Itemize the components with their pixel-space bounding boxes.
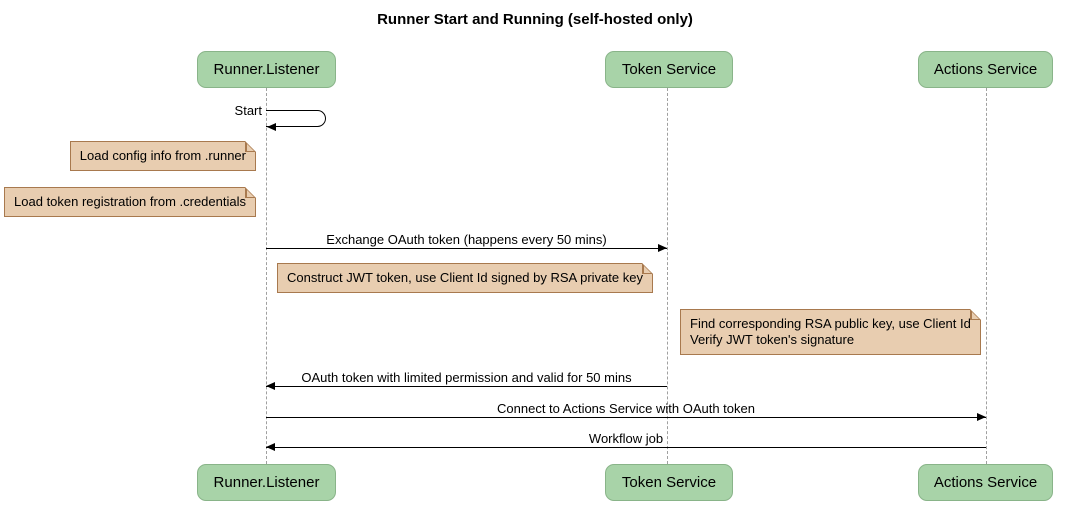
note-verify-jwt: Find corresponding RSA public key, use C… [680, 309, 981, 355]
participant-label: Runner.Listener [213, 61, 320, 78]
message-line [266, 382, 667, 390]
message-label: OAuth token with limited permission and … [301, 370, 632, 385]
lifeline-runner-listener [266, 88, 267, 464]
message-start-label: Start [234, 103, 262, 118]
message-connect-actions-service: Connect to Actions Service with OAuth to… [266, 401, 986, 421]
note-text: Find corresponding RSA public key, use C… [690, 316, 971, 331]
message-workflow-job: Workflow job [266, 431, 986, 451]
arrow-right-icon [977, 413, 986, 421]
message-label: Connect to Actions Service with OAuth to… [497, 401, 755, 416]
participant-label: Actions Service [933, 474, 1038, 491]
message-line [266, 443, 986, 451]
note-fold-icon [969, 309, 981, 320]
participant-actions-service-top: Actions Service [918, 51, 1053, 88]
message-label: Exchange OAuth token (happens every 50 m… [326, 232, 607, 247]
participant-runner-listener-bottom: Runner.Listener [197, 464, 336, 501]
note-construct-jwt: Construct JWT token, use Client Id signe… [277, 263, 653, 293]
diagram-title: Runner Start and Running (self-hosted on… [377, 11, 693, 28]
arrow-left-icon [267, 123, 276, 131]
participant-label: Actions Service [933, 61, 1038, 78]
note-text: Load config info from .runner [79, 148, 246, 163]
message-start-self-arrow [266, 110, 326, 127]
participant-token-service-top: Token Service [605, 51, 733, 88]
participant-runner-listener-top: Runner.Listener [197, 51, 336, 88]
note-text: Verify JWT token's signature [690, 332, 855, 347]
message-oauth-token-response: OAuth token with limited permission and … [266, 370, 667, 390]
lifeline-actions-service [986, 88, 987, 464]
note-fold-icon [245, 141, 256, 152]
participant-label: Token Service [621, 474, 717, 491]
participant-label: Runner.Listener [213, 474, 320, 491]
arrow-left-icon [266, 382, 275, 390]
participant-label: Token Service [621, 61, 717, 78]
note-text: Construct JWT token, use Client Id signe… [287, 270, 643, 285]
message-line [266, 244, 667, 252]
lifeline-token-service [667, 88, 668, 464]
arrow-right-icon [658, 244, 667, 252]
note-load-config: Load config info from .runner [69, 141, 256, 171]
message-exchange-oauth-token: Exchange OAuth token (happens every 50 m… [266, 232, 667, 252]
message-line [266, 413, 986, 421]
note-fold-icon [641, 263, 653, 274]
message-label: Workflow job [588, 431, 664, 446]
note-fold-icon [245, 187, 256, 198]
participant-token-service-bottom: Token Service [605, 464, 733, 501]
note-load-token-registration: Load token registration from .credential… [4, 187, 256, 217]
arrow-left-icon [266, 443, 275, 451]
participant-actions-service-bottom: Actions Service [918, 464, 1053, 501]
note-text: Load token registration from .credential… [14, 194, 246, 209]
